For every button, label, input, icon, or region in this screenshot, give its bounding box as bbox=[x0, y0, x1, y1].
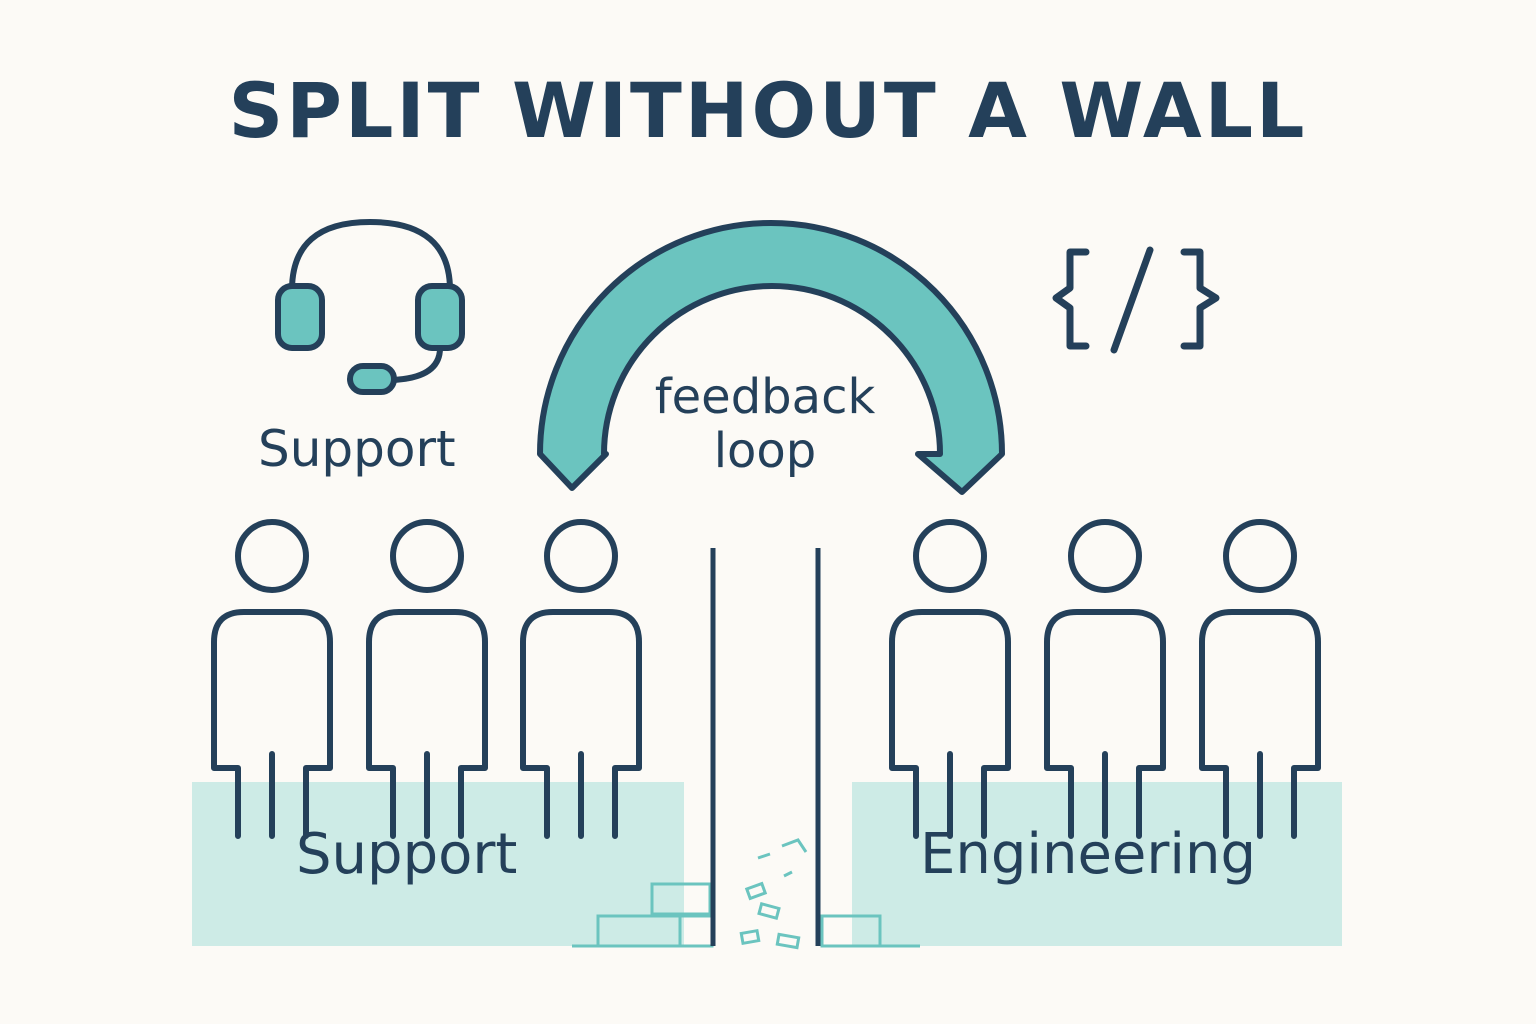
page-title: SPLIT WITHOUT A WALL bbox=[228, 66, 1308, 155]
feedback-loop-label-line2: loop bbox=[713, 423, 817, 479]
code-brackets-icon bbox=[1052, 246, 1220, 354]
headset-icon bbox=[275, 219, 465, 395]
wall-debris bbox=[739, 838, 808, 950]
broken-wall-bricks-right bbox=[820, 914, 920, 948]
broken-wall-bricks-left bbox=[572, 882, 714, 948]
feedback-loop-label: feedback loop bbox=[620, 370, 910, 478]
support-icon-label: Support bbox=[258, 420, 456, 478]
engineering-block-label: Engineering bbox=[920, 822, 1256, 887]
feedback-loop-label-line1: feedback bbox=[654, 369, 876, 425]
support-block-label: Support bbox=[296, 822, 518, 887]
curved-double-arrow-icon bbox=[537, 220, 1005, 495]
